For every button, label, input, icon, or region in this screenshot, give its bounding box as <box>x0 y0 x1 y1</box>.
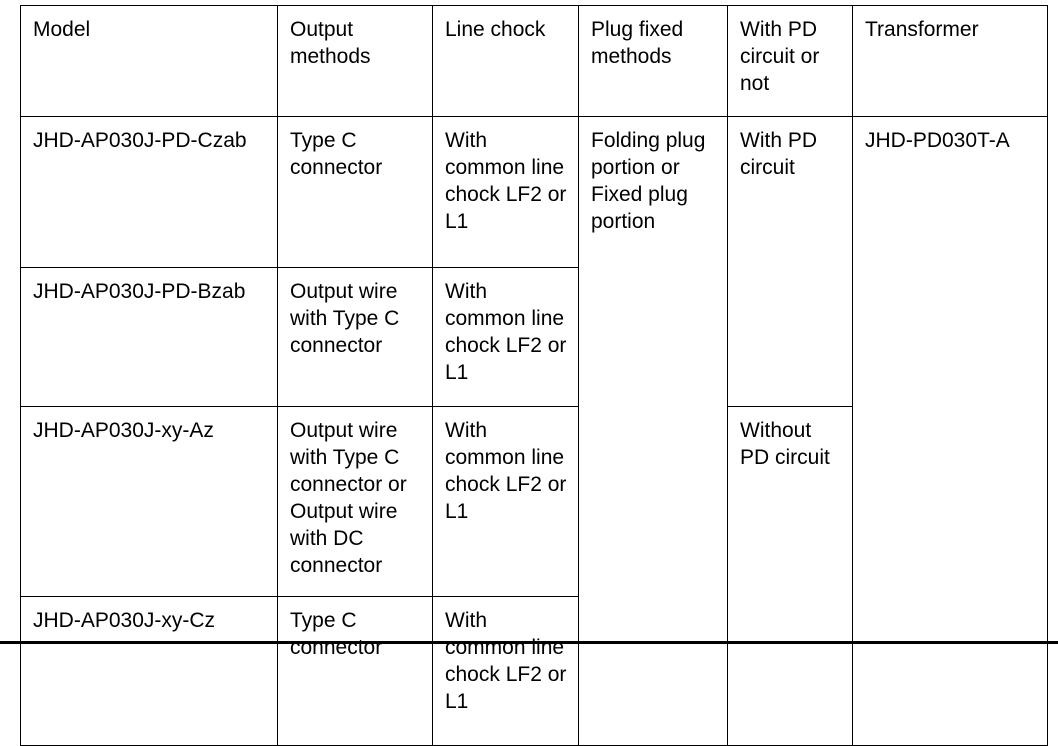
cell-output: Output wire with Type C connector <box>277 267 433 407</box>
table-row: JHD-AP030J-xy-Az Output wire with Type C… <box>20 406 1048 746</box>
cell-plug: Folding plug portion or Fixed plug porti… <box>578 116 728 746</box>
table-row: JHD-AP030J-PD-Bzab Output wire with Type… <box>20 267 1048 407</box>
cell-model: JHD-AP030J-PD-Czab <box>20 116 278 268</box>
cell-transformer: JHD-PD030T-A <box>852 116 1048 746</box>
column-header-model: Model <box>20 5 278 117</box>
cell-pd: Without PD circuit <box>727 406 853 746</box>
cell-model: JHD-AP030J-xy-Az <box>20 406 278 597</box>
column-header-transformer: Transformer <box>852 5 1048 117</box>
cell-output: Type C connector <box>277 596 433 746</box>
column-header-chock: Line chock <box>432 5 579 117</box>
cell-model: JHD-AP030J-PD-Bzab <box>20 267 278 407</box>
cell-chock: With common line chock LF2 or L1 <box>432 267 579 407</box>
table-row: JHD-AP030J-PD-Czab Type C connector With… <box>20 116 1048 746</box>
cell-model: JHD-AP030J-xy-Cz <box>20 596 278 746</box>
column-header-output: Output methods <box>277 5 433 117</box>
table-header-row: Model Output methods Line chock Plug fix… <box>20 5 1048 117</box>
cell-chock: With common line chock LF2 or L1 <box>432 596 579 746</box>
column-header-pd: With PD circuit or not <box>727 5 853 117</box>
page-bottom-rule <box>0 641 1058 644</box>
product-specification-table: Model Output methods Line chock Plug fix… <box>20 5 1048 746</box>
column-header-plug: Plug fixed methods <box>578 5 728 117</box>
cell-chock: With common line chock LF2 or L1 <box>432 116 579 268</box>
cell-output: Output wire with Type C connector or Out… <box>277 406 433 597</box>
cell-pd: With PD circuit <box>727 116 853 407</box>
cell-output: Type C connector <box>277 116 433 268</box>
document-page: Model Output methods Line chock Plug fix… <box>0 5 1058 746</box>
cell-chock: With common line chock LF2 or L1 <box>432 406 579 597</box>
